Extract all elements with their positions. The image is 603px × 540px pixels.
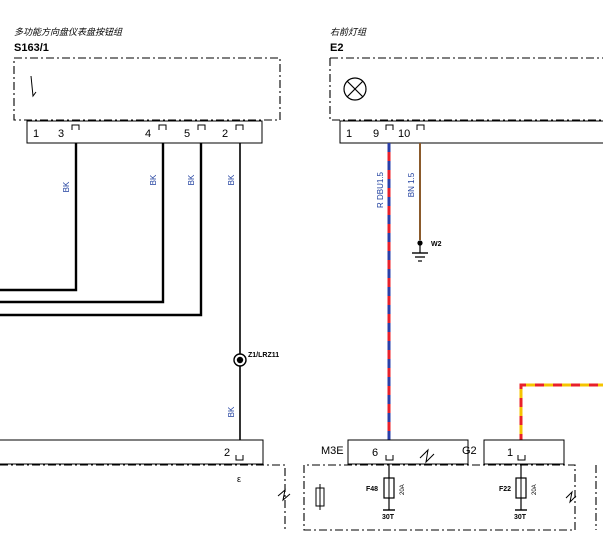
s163-pin-terminals [71, 124, 244, 130]
wire-g2-yellow [519, 383, 603, 443]
s163-pin-2: 2 [222, 128, 228, 140]
break-icon-m3e [419, 448, 435, 464]
e2-pin-10: 10 [398, 128, 410, 140]
s163-outline [13, 57, 281, 121]
f48-rating: 20A [400, 484, 406, 495]
s163-pin-4: 4 [145, 128, 151, 140]
fuse-box-outline [303, 464, 576, 531]
wire-pin4 [0, 143, 165, 304]
fuse-f48: F48 20A 30T [366, 464, 406, 521]
s163-pin-5: 5 [184, 128, 190, 140]
g2-pin-1: 1 [507, 447, 513, 459]
splice-z1: Z1/LRZ11 [233, 352, 279, 367]
lower-left-marker: ε [237, 474, 241, 484]
s163-pin-1: 1 [33, 128, 39, 140]
s163-connector [26, 120, 263, 144]
bk-wires [0, 143, 203, 317]
f48-terminal: 30T [382, 514, 395, 521]
s163-pin-3: 3 [58, 128, 64, 140]
e2-pin-9: 9 [373, 128, 379, 140]
switch-icon [30, 75, 37, 98]
ground-w2: W2 [412, 240, 442, 262]
m3e-ref: M3E [321, 445, 344, 457]
fuse-symbol-icon [315, 484, 325, 510]
fuse-box: M3E 6 G2 1 F48 20A 30T F22 20A 30T [303, 439, 577, 531]
f22-rating: 20A [532, 484, 538, 495]
wire-label-pin9: R DBU1.5 [376, 171, 385, 208]
g2-ref: G2 [462, 445, 477, 457]
e2-ref: E2 [330, 42, 343, 54]
wire-pin3 [0, 143, 78, 292]
e2-pin-terminals [385, 124, 425, 130]
lower-left-connector: 2 ε [0, 439, 291, 530]
component-s163: 多功能方向盘仪表盘按钮组 S163/1 1 3 4 5 2 [13, 27, 281, 144]
e2-pin-1: 1 [346, 128, 352, 140]
wire-label-bk-4: BK [227, 174, 236, 185]
f22-name: F22 [499, 486, 511, 493]
e2-outline [329, 58, 603, 121]
wire-label-pin10: BN 1.5 [407, 172, 416, 197]
f48-name: F48 [366, 486, 378, 493]
s163-title: 多功能方向盘仪表盘按钮组 [14, 27, 123, 37]
e2-connector [339, 120, 603, 144]
wire-label-bk-5: BK [227, 406, 236, 417]
lower-left-pin-2: 2 [224, 447, 230, 459]
m3e-pin-6: 6 [372, 447, 378, 459]
component-e2: 右前灯组 E2 1 9 10 [329, 27, 603, 144]
s163-ref: S163/1 [14, 42, 49, 54]
wire-label-bk-3: BK [187, 174, 196, 185]
break-icon-right [565, 490, 577, 504]
e2-title: 右前灯组 [330, 27, 367, 37]
ground-label: W2 [431, 241, 442, 248]
break-icon [277, 488, 291, 502]
lamp-icon [343, 77, 367, 101]
wire-g2-red [519, 383, 603, 443]
fuse-f22: F22 20A 30T [499, 464, 538, 521]
m3e-connector [347, 439, 469, 465]
f22-terminal: 30T [514, 514, 527, 521]
wire-label-bk-2: BK [149, 174, 158, 185]
wire-label-bk-1: BK [62, 181, 71, 192]
lower-left-outline [0, 464, 286, 530]
wire-pin5 [0, 143, 203, 317]
splice-label: Z1/LRZ11 [248, 352, 279, 359]
